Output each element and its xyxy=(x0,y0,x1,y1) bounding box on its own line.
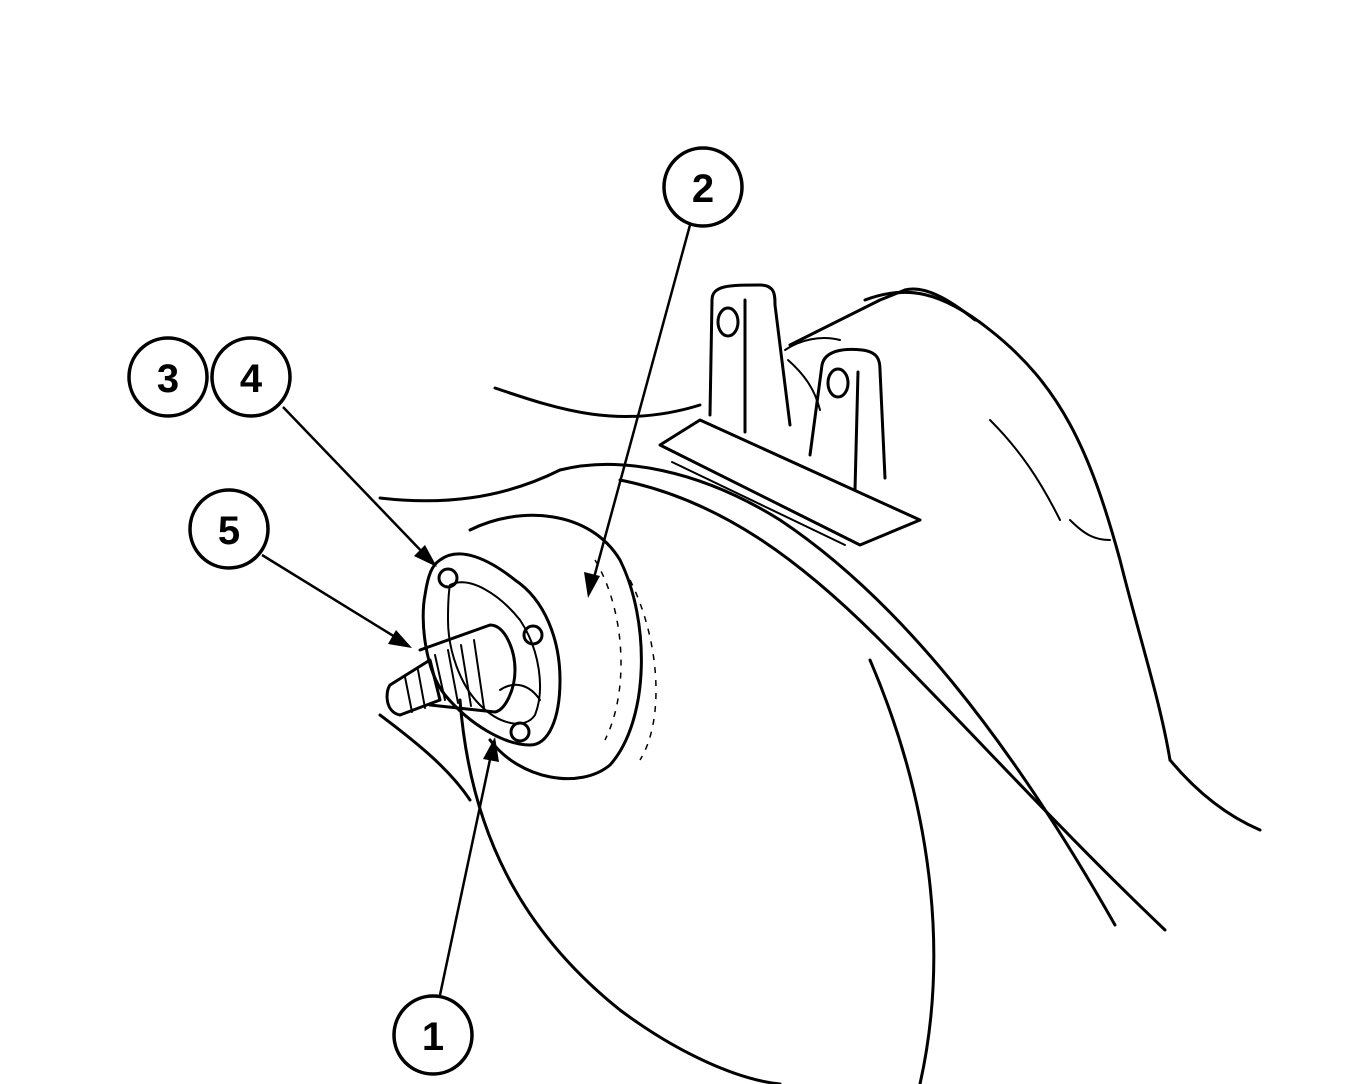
callout-4-label: 4 xyxy=(240,357,263,401)
arrowhead-2 xyxy=(584,572,600,598)
leader-line-5 xyxy=(261,553,401,642)
leader-line-4 xyxy=(282,406,429,559)
callout-5: 5 xyxy=(188,488,270,570)
bearing-cap xyxy=(421,552,562,747)
callout-1: 1 xyxy=(392,994,474,1076)
leader-lines xyxy=(261,224,692,996)
callout-5-label: 5 xyxy=(218,509,240,553)
callout-2-label: 2 xyxy=(692,167,714,211)
arrowhead-1 xyxy=(483,737,499,762)
callout-1-label: 1 xyxy=(422,1015,444,1059)
splined-shaft xyxy=(385,623,517,717)
axle-housing xyxy=(378,283,1262,1084)
callout-3-label: 3 xyxy=(157,357,179,401)
arrowhead-5 xyxy=(388,630,412,648)
leader-line-1 xyxy=(438,749,494,996)
callout-3: 3 xyxy=(127,336,209,418)
callout-2: 2 xyxy=(662,146,744,228)
arrowhead-4 xyxy=(414,545,437,567)
callout-4: 4 xyxy=(210,336,292,418)
leader-line-2 xyxy=(590,224,692,586)
